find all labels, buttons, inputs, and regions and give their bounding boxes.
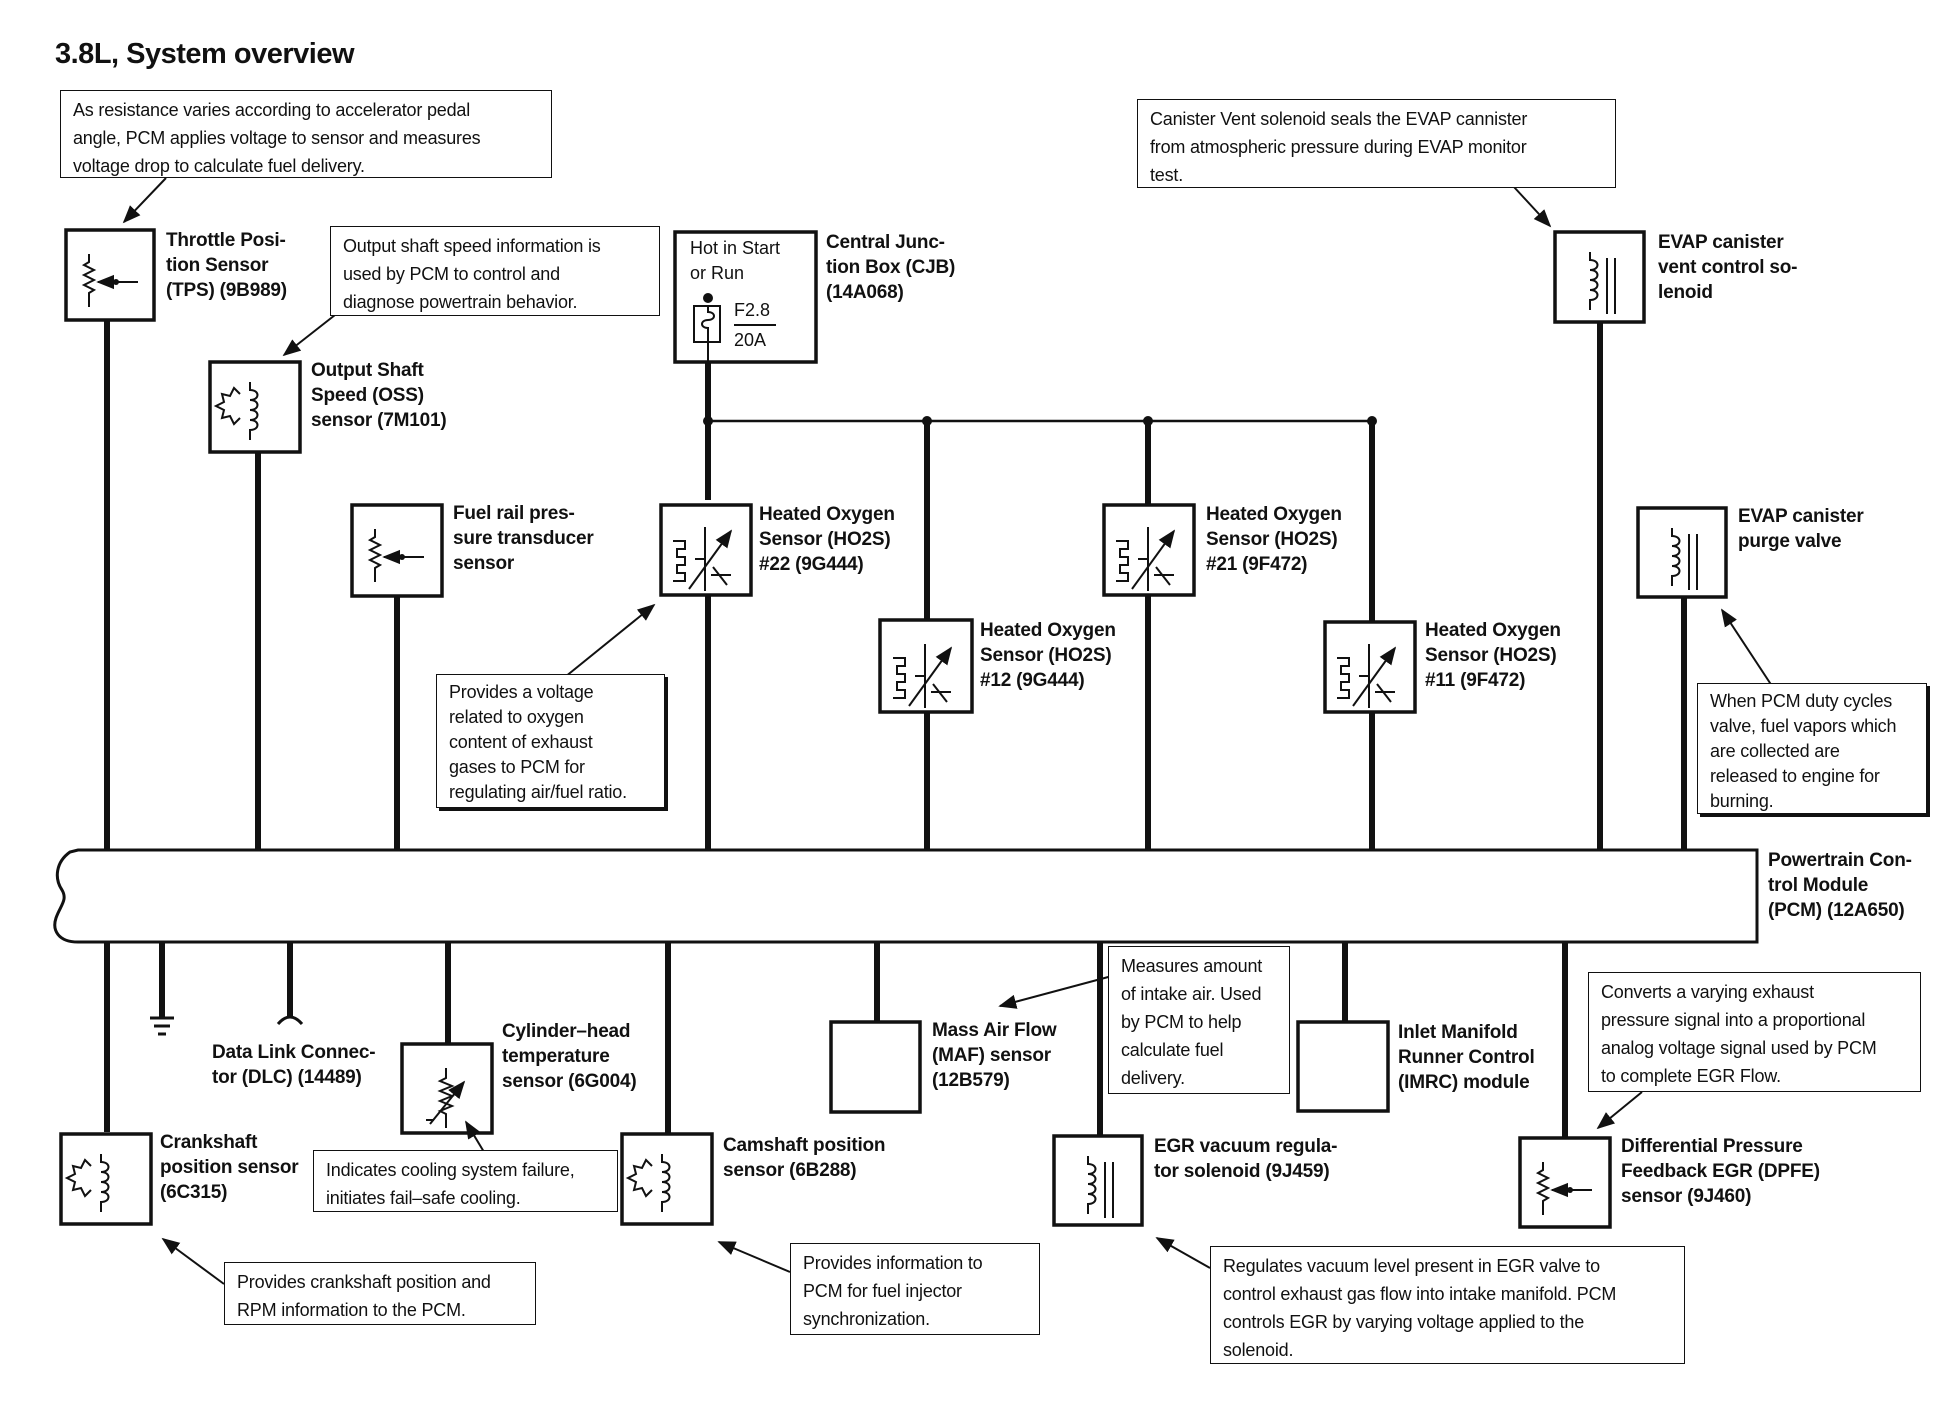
evap-vent-note: Canister Vent solenoid seals the EVAP ca… [1137, 99, 1616, 188]
ckp-note: Provides crankshaft position and RPM inf… [224, 1262, 536, 1325]
egr-vr-note: Regulates vacuum level present in EGR va… [1210, 1246, 1685, 1364]
maf-label: Mass Air Flow (MAF) sensor (12B579) [932, 1020, 1057, 1091]
pcm-module-bar [53, 848, 1759, 944]
ho2s-11-label: Heated Oxygen Sensor (HO2S) #11 (9F472) [1425, 620, 1561, 691]
fuel-rail-label: Fuel rail pres- sure transducer sensor [453, 503, 594, 574]
egr-vr-box [1052, 1134, 1144, 1227]
ckp-label: Crankshaft position sensor (6C315) [160, 1132, 299, 1203]
fuel-rail-box [350, 503, 444, 598]
ho2s-22-label: Heated Oxygen Sensor (HO2S) #22 (9G444) [759, 504, 895, 575]
ground-icon [150, 1016, 174, 1036]
egr-vr-label: EGR vacuum regula- tor solenoid (9J459) [1154, 1136, 1338, 1182]
dlc-connector-icon [276, 1015, 304, 1026]
pcm-label: Powertrain Con- trol Module (PCM) (12A65… [1768, 850, 1912, 921]
oss-label: Output Shaft Speed (OSS) sensor (7M101) [311, 360, 447, 431]
tps-label: Throttle Posi- tion Sensor (TPS) (9B989) [166, 230, 287, 301]
cmp-note: Provides information to PCM for fuel inj… [790, 1243, 1040, 1335]
evap-purge-note: When PCM duty cycles valve, fuel vapors … [1697, 683, 1927, 814]
tps-note: As resistance varies according to accele… [60, 90, 552, 178]
cjb-hot-text: Hot in Start or Run [690, 238, 781, 283]
cht-label: Cylinder–head temperature sensor (6G004) [502, 1021, 637, 1092]
dpfe-note: Converts a varying exhaust pressure sign… [1588, 972, 1921, 1092]
cht-note: Indicates cooling system failure, initia… [313, 1150, 618, 1212]
ho2s-12-label: Heated Oxygen Sensor (HO2S) #12 (9G444) [980, 620, 1116, 691]
cjb-label: Central Junc- tion Box (CJB) (14A068) [826, 232, 956, 303]
oss-box [208, 360, 302, 454]
dpfe-box [1518, 1136, 1612, 1229]
evap-purge-label: EVAP canister purge valve [1738, 506, 1864, 552]
maf-note: Measures amount of intake air. Used by P… [1108, 946, 1290, 1094]
ckp-box [59, 1132, 153, 1226]
fuse-id: F2.8 [734, 300, 771, 320]
cmp-label: Camshaft position sensor (6B288) [723, 1135, 886, 1181]
imrc-label: Inlet Manifold Runner Control (IMRC) mod… [1398, 1022, 1535, 1093]
evap-purge-box [1636, 506, 1728, 599]
dlc-label: Data Link Connec- tor (DLC) (14489) [212, 1042, 376, 1088]
fuse-icon [693, 293, 776, 362]
cjb-box [673, 230, 818, 364]
tps-box [64, 228, 156, 322]
evap-vent-label: EVAP canister vent control so- lenoid [1658, 232, 1798, 303]
fuse-rating: 20A [734, 330, 767, 350]
oss-note: Output shaft speed information is used b… [330, 226, 660, 316]
evap-vent-box [1553, 230, 1646, 324]
imrc-box [1296, 1020, 1390, 1113]
ho2s-note: Provides a voltage related to oxygen con… [436, 674, 665, 808]
page-title: 3.8L, System overview [55, 38, 355, 70]
maf-box [829, 1020, 922, 1114]
dpfe-label: Differential Pressure Feedback EGR (DPFE… [1621, 1136, 1820, 1207]
cmp-box [620, 1132, 714, 1226]
ho2s-21-label: Heated Oxygen Sensor (HO2S) #21 (9F472) [1206, 504, 1342, 575]
